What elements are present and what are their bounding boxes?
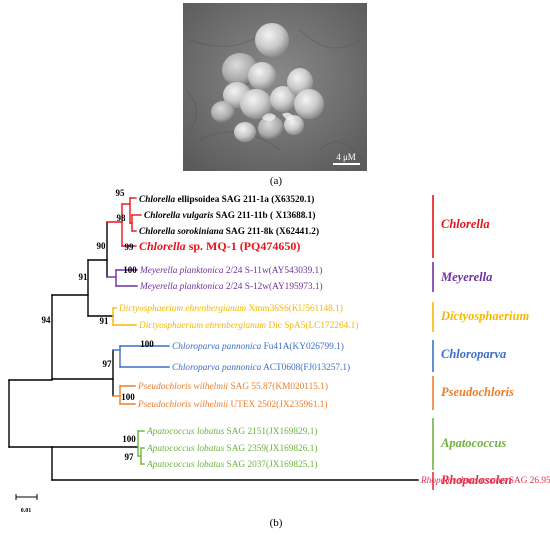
bootstrap-labels: 95 98 99 90 100 91 91 94 100 97 100 100 97 — [42, 188, 155, 462]
tree-scale-label: 0.01 — [21, 508, 32, 514]
taxon-label-a-2151: Apatococcus lobatus SAG 2151(JX169829.1) — [146, 426, 317, 437]
bootstrap-b100p: 100 — [121, 392, 135, 402]
taxon-label-m-11w: Meyerella planktonica 2/24 S-11w(AY54303… — [139, 265, 322, 276]
taxon-label-d-xmm: Dictyosphaerium ehrenbergianum Xmm36S6(K… — [118, 303, 343, 314]
taxon-label-c-mq1: Chlorella sp. MQ-1 (PQ474650) — [139, 239, 300, 253]
bootstrap-b91a: 91 — [79, 272, 89, 282]
clade-label-rhopalosolen: Rhopalosolen — [440, 473, 512, 487]
clade-label-chlorella: Chlorella — [441, 217, 490, 231]
phylogenetic-tree: Chlorella ellipsoidea SAG 211-1a (X63520… — [8, 188, 550, 490]
bootstrap-b97b: 97 — [125, 452, 135, 462]
micrograph-scale-bar: 4 μM — [333, 152, 360, 165]
taxon-label-cp-act: Chloroparva pannonica ACT0608(FJ013257.1… — [172, 362, 350, 373]
sem-micrograph: 4 μM — [183, 3, 367, 171]
bootstrap-b97a: 97 — [103, 359, 113, 369]
clade-label-meyerella: Meyerella — [440, 270, 492, 284]
taxon-label-d-dic: Dictyosphaerium ehrenbergianum Dic SpA5(… — [138, 320, 358, 331]
clade-label-chloroparva: Chloroparva — [441, 347, 506, 361]
bootstrap-b100a: 100 — [122, 434, 136, 444]
bootstrap-b99: 99 — [125, 242, 135, 252]
bootstrap-b94: 94 — [42, 315, 52, 325]
taxon-label-c-ellipsoidea: Chlorella ellipsoidea SAG 211-1a (X63520… — [139, 194, 314, 205]
clade-label-dictyosphaerium: Dictyosphaerium — [440, 309, 529, 323]
bootstrap-b98: 98 — [117, 213, 127, 223]
micrograph-scale-label: 4 μM — [336, 152, 356, 162]
tree-branches — [8, 197, 419, 481]
clade-label-pseudochloris: Pseudochloris — [441, 385, 514, 399]
taxon-label-m-12w: Meyerella planktonica 2/24 S-12w(AY19597… — [139, 281, 323, 292]
taxon-label-r-sacc: Rhopalosolen saccatus SAG 26.95(KM020179… — [420, 475, 550, 486]
bootstrap-b100c: 100 — [140, 339, 154, 349]
clade-label-apatococcus: Apatococcus — [440, 436, 506, 450]
panel-a-label: (a) — [270, 175, 283, 187]
taxon-label-cp-fu: Chloroparva pannonica Fu41A(KY026799.1) — [172, 341, 344, 352]
tree-scale-bar: 0.01 — [15, 494, 38, 514]
bootstrap-b91b: 91 — [100, 316, 110, 326]
taxon-label-c-vulgaris: Chlorella vulgaris SAG 211-11b ( X13688.… — [144, 210, 316, 221]
clade-labels: ChlorellaMeyerellaDictyosphaeriumChlorop… — [432, 195, 529, 490]
bootstrap-b95: 95 — [116, 188, 126, 198]
panel-b-label: (b) — [270, 517, 283, 529]
taxon-label-a-2037: Apatococcus lobatus SAG 2037(JX169825.1) — [146, 459, 317, 470]
cell-cluster — [211, 23, 324, 142]
taxon-label-p-utex: Pseudochloris wilhelmii UTEX 2502(JX2359… — [137, 399, 328, 410]
taxon-label-a-2359: Apatococcus lobatus SAG 2359(JX169826.1) — [146, 443, 317, 454]
bootstrap-b90: 90 — [97, 241, 107, 251]
taxon-label-c-sorokiniana: Chlorella sorokiniana SAG 211-8k (X62441… — [139, 226, 319, 237]
bootstrap-b100m: 100 — [123, 265, 137, 275]
taxon-labels: Chlorella ellipsoidea SAG 211-1a (X63520… — [118, 194, 550, 486]
taxon-label-p-sag: Pseudochloris wilhelmii SAG 55.87(KM0201… — [137, 381, 328, 392]
